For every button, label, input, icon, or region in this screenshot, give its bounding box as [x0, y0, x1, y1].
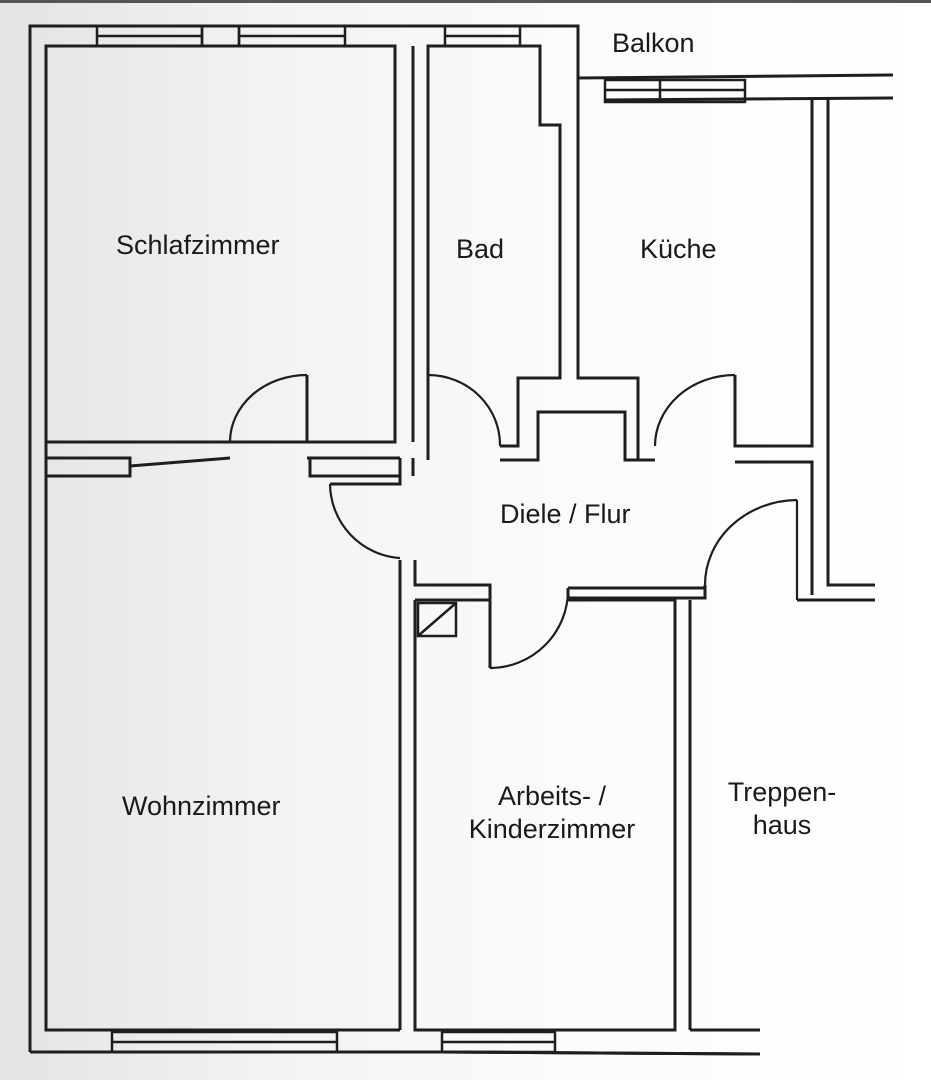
room-arbeitszimmer-walls — [413, 598, 692, 1032]
label-bad: Bad — [456, 234, 505, 264]
windows — [95, 24, 747, 1054]
outer-walls — [28, 24, 894, 1056]
label-balkon: Balkon — [612, 28, 695, 58]
label-arbeitszimmer: Arbeits- / Kinderzimmer — [452, 780, 652, 846]
room-schlafzimmer-walls — [46, 375, 400, 468]
label-wohnzimmer: Wohnzimmer — [122, 791, 281, 821]
label-kueche: Küche — [640, 234, 717, 264]
top-border — [0, 0, 931, 3]
label-diele-flur: Diele / Flur — [500, 499, 631, 529]
label-treppenhaus-line1: Treppen- — [727, 777, 837, 807]
label-treppenhaus: Treppen- haus — [712, 776, 852, 842]
label-arbeitszimmer-line1: Arbeits- / — [497, 781, 607, 811]
label-arbeitszimmer-line2: Kinderzimmer — [468, 814, 636, 844]
room-wohnzimmer-walls — [44, 458, 400, 1032]
label-schlafzimmer: Schlafzimmer — [116, 230, 280, 260]
label-treppenhaus-line2: haus — [752, 810, 812, 840]
door-swings — [228, 373, 799, 670]
